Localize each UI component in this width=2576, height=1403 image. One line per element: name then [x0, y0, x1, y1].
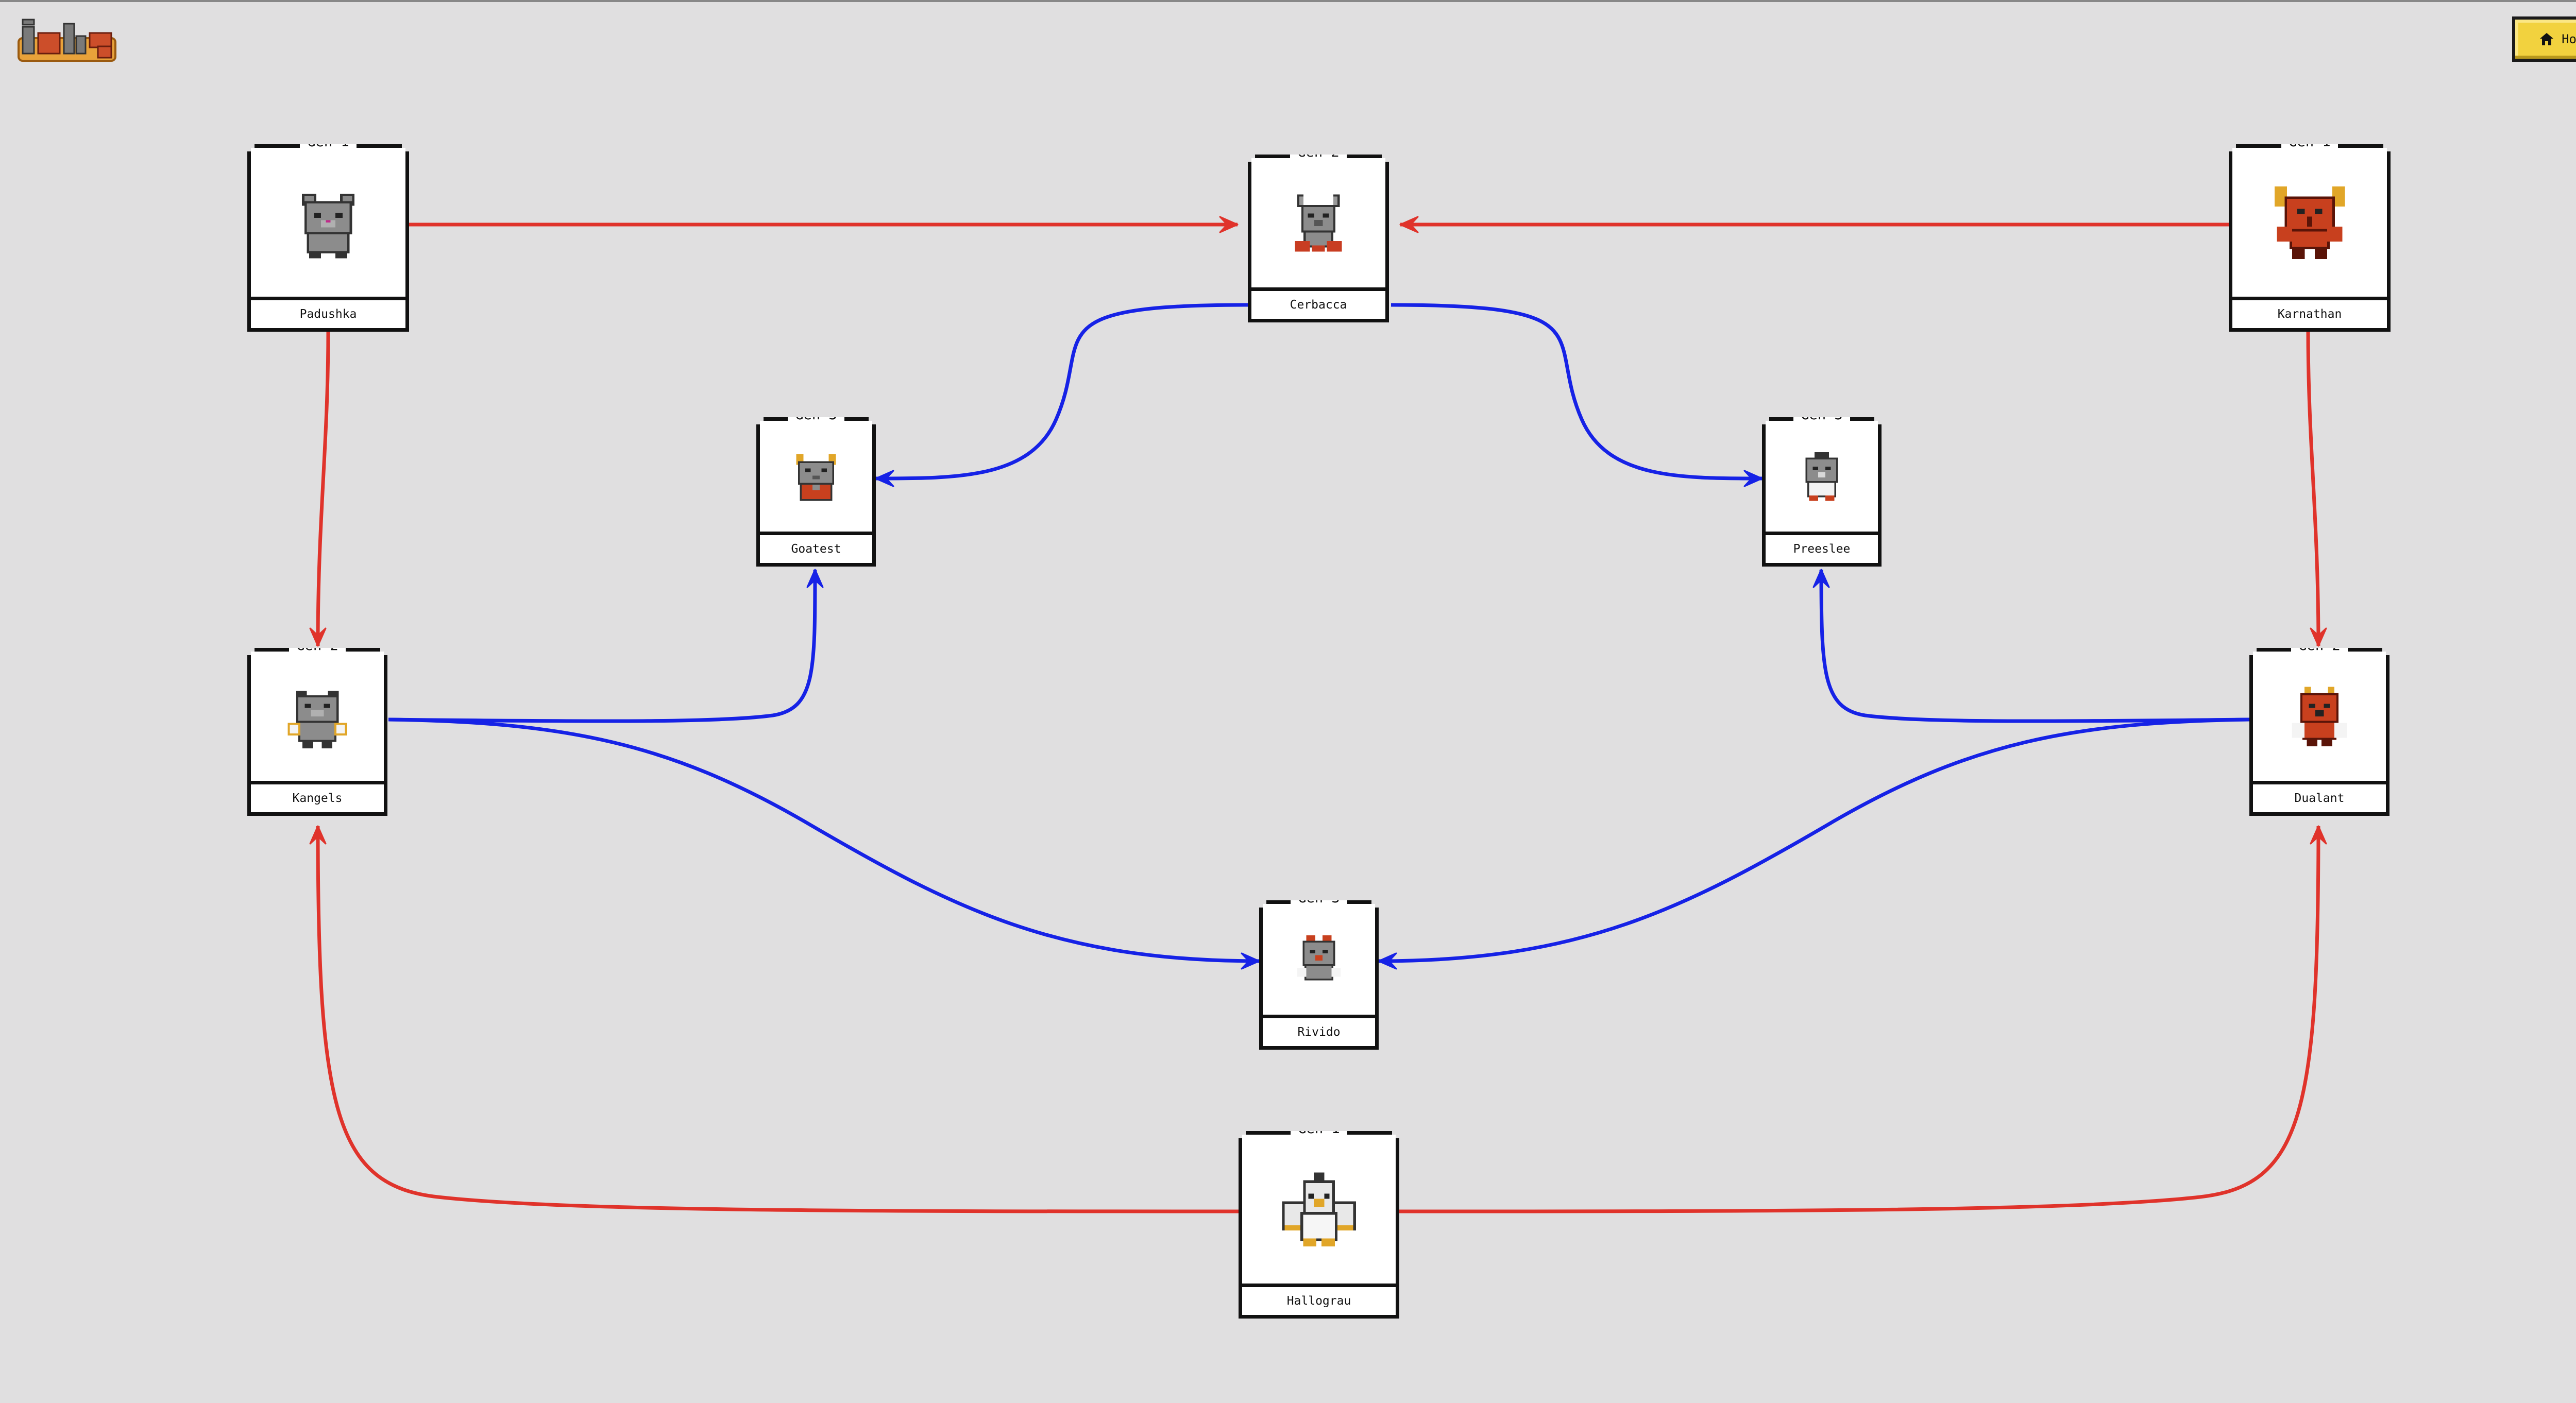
- creature-card-cerbacca[interactable]: Gen 2 Cerbacca: [1248, 155, 1389, 322]
- creature-name: Hallograu: [1242, 1284, 1396, 1315]
- edge-hallograu-kangels: [316, 826, 1240, 1213]
- gray-imp-icon: [1793, 443, 1851, 511]
- creature-card-karnathan[interactable]: Gen 1 Karnathan: [2229, 144, 2391, 332]
- creature-card-preeslee[interactable]: Gen 3 Preeslee: [1762, 417, 1882, 567]
- creature-name: Padushka: [251, 297, 405, 328]
- arrowhead: [1743, 470, 1763, 487]
- edge-padushka-kangels: [316, 331, 330, 646]
- arrowhead: [875, 470, 894, 487]
- red-winged-demon-icon: [2285, 676, 2353, 757]
- arrowhead: [1378, 952, 1397, 970]
- creature-name: Preeslee: [1766, 532, 1878, 563]
- arrowhead: [309, 627, 327, 647]
- creature-card-dualant[interactable]: Gen 2 Dualant: [2249, 648, 2389, 816]
- arrowhead: [2310, 627, 2327, 647]
- home-button-label: Home: [2562, 32, 2576, 46]
- edge-karnathan-dualant: [2306, 331, 2320, 646]
- edge-cerbacca-goatest: [875, 303, 1248, 481]
- arrowhead: [1241, 952, 1260, 970]
- house-icon: [2540, 33, 2554, 45]
- creature-name: Cerbacca: [1251, 287, 1385, 319]
- creature-name: Kangels: [251, 781, 384, 812]
- creature-name: Goatest: [760, 532, 872, 563]
- edge-kangels-goatest: [388, 569, 817, 723]
- gray-horned-cat-icon: [1284, 183, 1352, 265]
- red-demon-icon: [2269, 177, 2350, 266]
- creature-card-padushka[interactable]: Gen 1 Padushka: [247, 144, 409, 332]
- edge-dualant-rivido: [1378, 717, 2250, 963]
- creature-card-kangels[interactable]: Gen 2 Kangels: [247, 648, 387, 816]
- edge-hallograu-dualant: [1398, 826, 2320, 1213]
- home-button[interactable]: Home: [2512, 16, 2576, 62]
- logo-text: inky: [66, 59, 68, 60]
- creature-card-rivido[interactable]: Gen 3 Rivido: [1259, 900, 1379, 1050]
- arrowhead: [1812, 569, 1830, 588]
- creature-name: Karnathan: [2232, 297, 2387, 328]
- creature-name: Dualant: [2253, 781, 2386, 812]
- inky-logo[interactable]: inky: [15, 18, 118, 64]
- creature-name: Rivido: [1263, 1015, 1375, 1046]
- edge-cerbacca-preeslee: [1391, 303, 1762, 481]
- arrowhead: [2310, 825, 2327, 845]
- creature-card-hallograu[interactable]: Gen 1 Hallograu: [1239, 1131, 1399, 1319]
- gray-round-imp-icon: [1290, 927, 1348, 995]
- edge-kangels-rivido: [388, 717, 1260, 963]
- arrowhead: [1399, 216, 1419, 233]
- arrowhead: [1219, 216, 1239, 233]
- gray-winged-bear-icon: [283, 676, 351, 757]
- white-angel-bird-icon: [1277, 1164, 1361, 1255]
- arrowhead: [806, 569, 824, 588]
- gray-bear-icon: [290, 179, 366, 266]
- arrowhead: [309, 825, 327, 845]
- gray-goat-icon: [787, 443, 845, 511]
- creature-card-goatest[interactable]: Gen 3 Goatest: [756, 417, 876, 567]
- edge-dualant-preeslee: [1819, 569, 2250, 723]
